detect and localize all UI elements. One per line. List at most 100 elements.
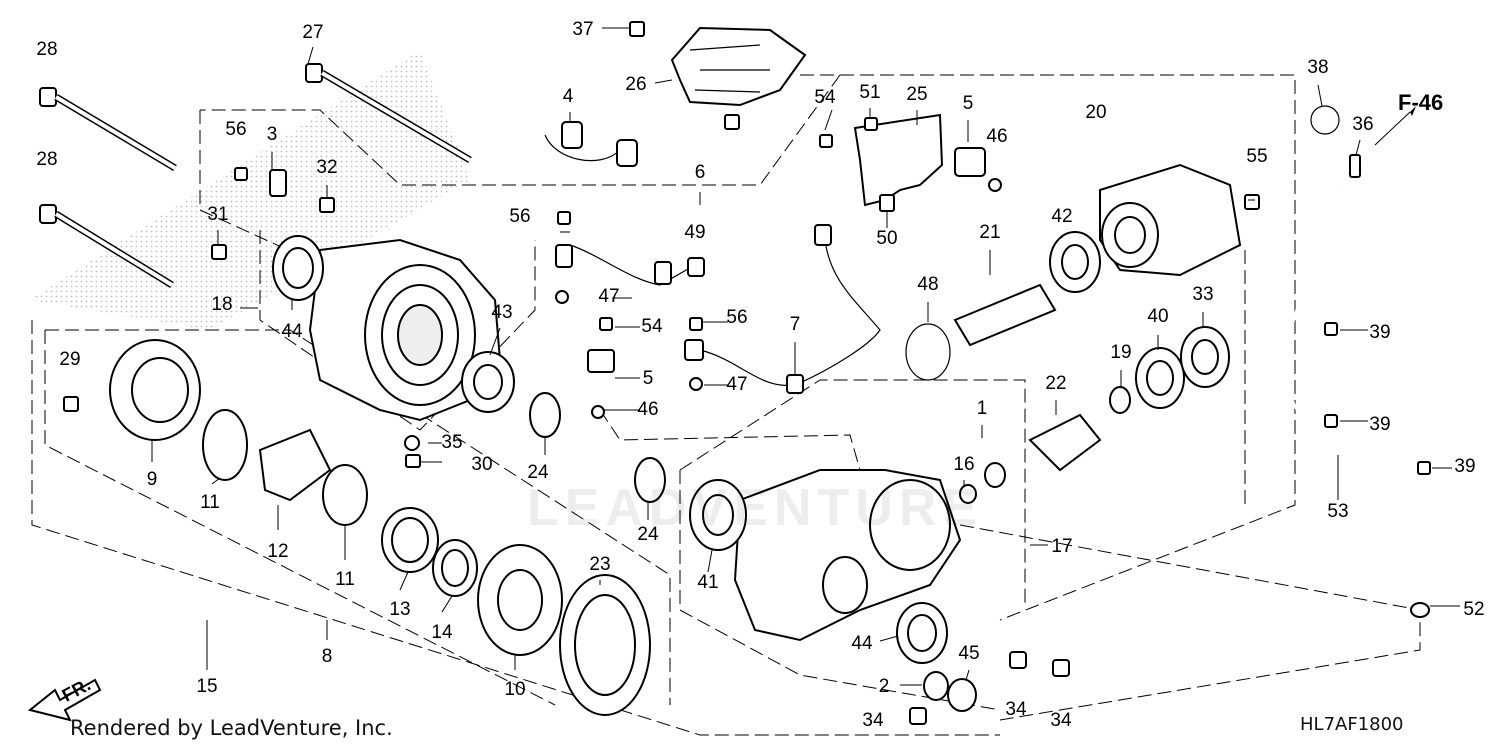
shim-19 xyxy=(1109,386,1131,414)
callout-1: 1 xyxy=(977,398,988,419)
callout-46: 46 xyxy=(986,126,1007,147)
callout-17: 17 xyxy=(1051,536,1072,557)
callout-13: 13 xyxy=(389,599,410,620)
callout-39: 39 xyxy=(1369,414,1390,435)
callout-10: 10 xyxy=(504,679,525,700)
callout-28: 28 xyxy=(36,39,57,60)
bolt-head-28a xyxy=(39,87,57,107)
callout-14: 14 xyxy=(431,622,453,643)
oring-48 xyxy=(905,323,951,381)
footer-credit: Rendered by LeadVenture, Inc. xyxy=(70,716,393,740)
callout-45: 45 xyxy=(958,643,979,664)
callout-43: 43 xyxy=(491,302,512,323)
callout-33: 33 xyxy=(1192,284,1213,305)
sensor-4 xyxy=(561,121,583,149)
callout-36: 36 xyxy=(1352,114,1373,135)
leader-line xyxy=(965,669,970,681)
callout-49: 49 xyxy=(684,222,705,243)
diagram-code: HL7AF1800 xyxy=(1300,714,1404,735)
leader-line xyxy=(211,477,221,485)
callout-55: 55 xyxy=(1246,146,1267,167)
callout-7: 7 xyxy=(790,314,801,335)
callout-3: 3 xyxy=(267,124,278,145)
callout-56: 56 xyxy=(726,307,747,328)
callout-11: 11 xyxy=(200,492,220,513)
sensor-6 xyxy=(555,244,573,268)
watermark: LEADVENTURE xyxy=(526,479,984,537)
callout-42: 42 xyxy=(1051,206,1072,227)
callout-5: 5 xyxy=(643,368,654,389)
callout-47: 47 xyxy=(598,286,619,307)
callout-46: 46 xyxy=(637,399,658,420)
callout-40: 40 xyxy=(1147,306,1168,327)
pinion-22 xyxy=(1028,413,1102,472)
callout-44: 44 xyxy=(281,321,303,342)
callout-6: 6 xyxy=(695,162,706,183)
callout-24: 24 xyxy=(637,524,659,545)
splash-guard-26 xyxy=(670,26,807,107)
callout-22: 22 xyxy=(1045,373,1066,394)
shaft-21 xyxy=(953,283,1057,347)
oring-16 xyxy=(959,484,977,504)
callout-24: 24 xyxy=(527,462,549,483)
callout-2: 2 xyxy=(879,676,890,697)
callout-41: 41 xyxy=(697,572,718,593)
sensor-5-top xyxy=(954,147,986,177)
callout-19: 19 xyxy=(1110,342,1131,363)
callout-27: 27 xyxy=(302,22,323,43)
callout-32: 32 xyxy=(316,157,337,178)
seal-1 xyxy=(984,462,1006,488)
cage-12 xyxy=(258,428,332,502)
leader-line xyxy=(441,595,453,613)
callout-8: 8 xyxy=(322,646,333,667)
leader-line xyxy=(824,109,833,131)
callout-20: 20 xyxy=(1085,102,1106,123)
gear-case-housing xyxy=(272,235,515,422)
callout-34: 34 xyxy=(1005,699,1027,720)
cam-11 xyxy=(202,409,248,481)
callout-53: 53 xyxy=(1327,501,1348,522)
callout-38: 38 xyxy=(1307,57,1328,78)
group-outlines xyxy=(31,74,1421,736)
callout-28: 28 xyxy=(36,149,57,170)
callout-35: 35 xyxy=(441,432,462,453)
callout-16: 16 xyxy=(953,454,974,475)
callout-12: 12 xyxy=(267,541,288,562)
stipple-shading xyxy=(30,50,470,330)
leader-line xyxy=(707,549,713,573)
callout-11: 11 xyxy=(335,569,355,590)
fitting-36 xyxy=(1349,154,1361,178)
callout-18: 18 xyxy=(211,294,232,315)
differential-parts xyxy=(109,339,651,716)
bolt-head-28b xyxy=(39,204,57,224)
leader-line xyxy=(879,635,899,642)
callout-37: 37 xyxy=(572,19,593,40)
callout-23: 23 xyxy=(589,554,610,575)
cam-11b xyxy=(322,464,368,526)
leader-line xyxy=(654,79,673,84)
callout-47: 47 xyxy=(726,374,747,395)
callout-4: 4 xyxy=(563,86,574,107)
callout-26: 26 xyxy=(625,74,646,95)
callout-9: 9 xyxy=(147,469,158,490)
clip-38 xyxy=(1310,105,1340,135)
callout-56: 56 xyxy=(225,119,246,140)
callout-15: 15 xyxy=(196,676,217,697)
callout-54: 54 xyxy=(814,87,836,108)
leader-line xyxy=(399,571,409,591)
bolt-head-27 xyxy=(305,63,323,83)
callout-25: 25 xyxy=(906,84,927,105)
sensor-7 xyxy=(684,339,704,361)
callout-50: 50 xyxy=(876,228,897,249)
leader-line xyxy=(1355,139,1361,156)
rear-housing xyxy=(689,469,962,664)
callout-48: 48 xyxy=(917,274,938,295)
callout-39: 39 xyxy=(1454,456,1475,477)
callout-54: 54 xyxy=(641,316,663,337)
long-bolts xyxy=(39,63,472,288)
leader-line xyxy=(489,327,501,356)
callout-44: 44 xyxy=(851,633,873,654)
callout-39: 39 xyxy=(1369,322,1390,343)
